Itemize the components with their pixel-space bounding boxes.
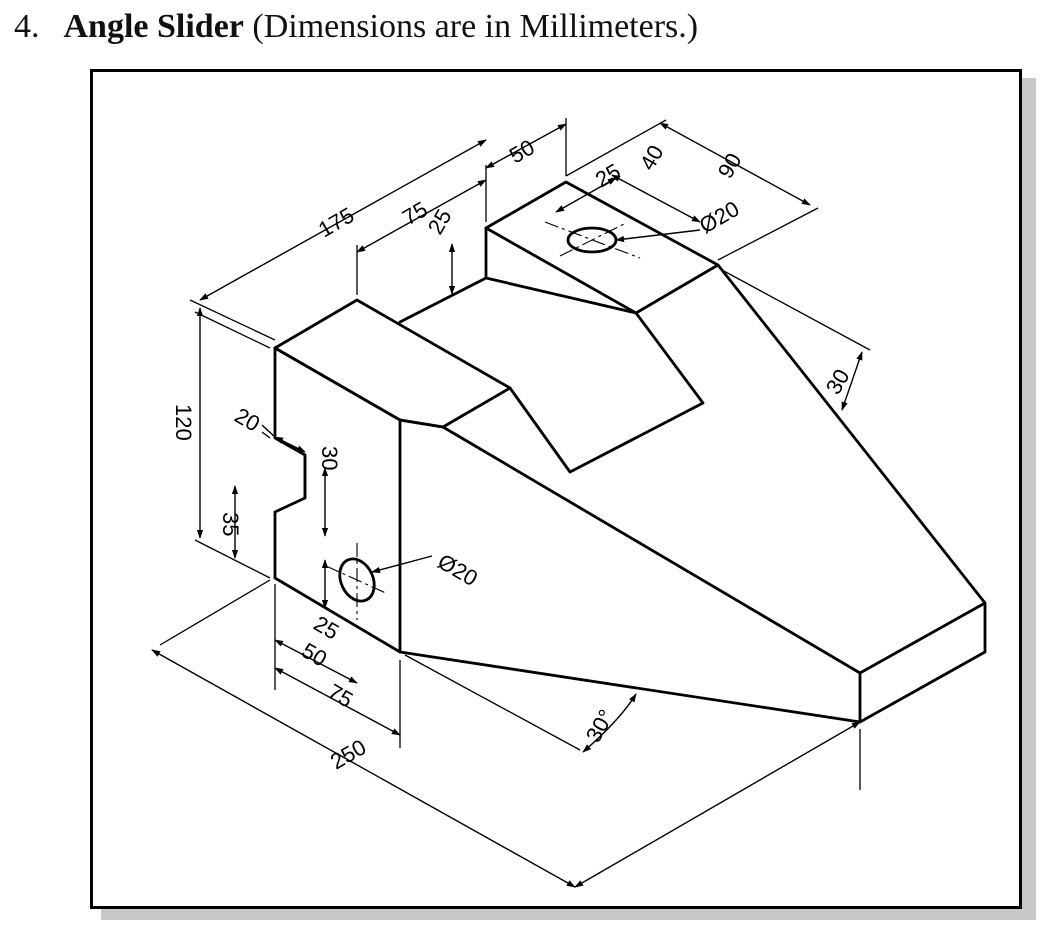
dimension-lines [151,122,863,888]
heading-note: (Dimensions are in Millimeters.) [252,8,699,45]
dim-75-front: 75 [324,679,358,713]
dim-30-slot: 30 [317,446,342,470]
object-outline [273,180,987,724]
dim-25-step: 25 [423,205,457,239]
front-hole [338,557,376,603]
dim-175: 175 [314,202,358,242]
dim-angle-30: 30° [581,705,619,746]
dim-20-slot: 20 [231,403,265,437]
dim-dia-top: Ø20 [695,196,744,238]
center-lines [325,221,641,620]
groove-bottom-edge [398,418,445,429]
tail-block [858,601,987,724]
front-face-outline [273,346,402,654]
extension-lines [159,118,871,790]
leader-top-hole [615,229,701,243]
front-block-top-face [273,298,512,429]
dim-120: 120 [171,404,196,441]
heading-number: 4. [14,8,40,45]
dimension-texts: 175 75 50 25 25 40 90 Ø20 30 120 20 30 3… [171,134,855,774]
bottom-edge [398,650,862,724]
dim-dia-front: Ø20 [434,549,483,591]
dim-30-right: 30 [821,365,855,399]
page-heading: 4. Angle Slider (Dimensions are in Millim… [14,8,698,46]
side-top-edge [441,425,862,675]
heading-title: Angle Slider [63,8,244,45]
dim-35: 35 [218,512,243,536]
dim-25-hole: 25 [591,158,625,192]
right-slope-edge [716,263,987,605]
leader-front-hole [371,555,433,573]
leader-slot-20 [261,424,276,438]
dim-50-top: 50 [505,134,539,168]
dim-40: 40 [635,141,669,175]
groove-outline [398,276,705,474]
rear-block-top-face [484,180,720,315]
